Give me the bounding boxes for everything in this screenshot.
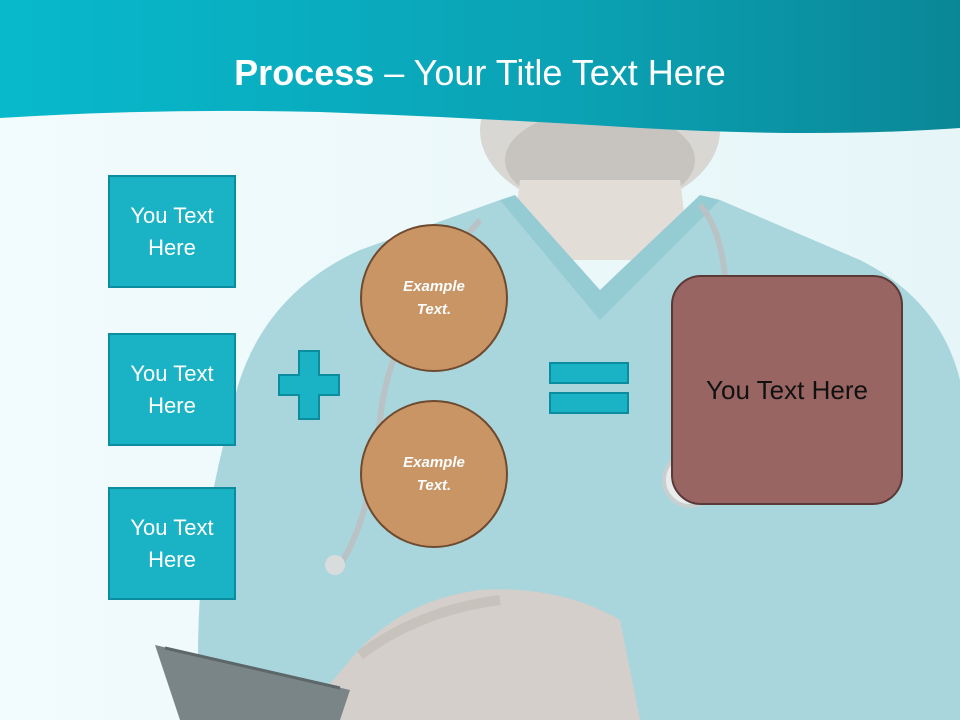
example-circle-2[interactable]: Example Text. <box>360 400 508 548</box>
plus-icon <box>278 350 340 420</box>
circle-label: Example Text. <box>403 454 465 494</box>
input-box-1[interactable]: You Text Here <box>108 175 236 288</box>
input-box-label: You Text Here <box>130 360 214 418</box>
title-rest: – Your Title Text Here <box>374 52 726 93</box>
input-box-label: You Text Here <box>130 202 214 260</box>
example-circle-1[interactable]: Example Text. <box>360 224 508 372</box>
circle-label: Example Text. <box>403 278 465 318</box>
input-box-label: You Text Here <box>130 514 214 572</box>
equals-icon <box>549 362 629 414</box>
header-band <box>0 0 960 133</box>
result-box[interactable]: You Text Here <box>671 275 903 505</box>
input-box-2[interactable]: You Text Here <box>108 333 236 446</box>
slide-title: Process – Your Title Text Here <box>0 52 960 94</box>
input-box-3[interactable]: You Text Here <box>108 487 236 600</box>
result-label: You Text Here <box>706 374 868 405</box>
title-bold: Process <box>234 52 375 93</box>
